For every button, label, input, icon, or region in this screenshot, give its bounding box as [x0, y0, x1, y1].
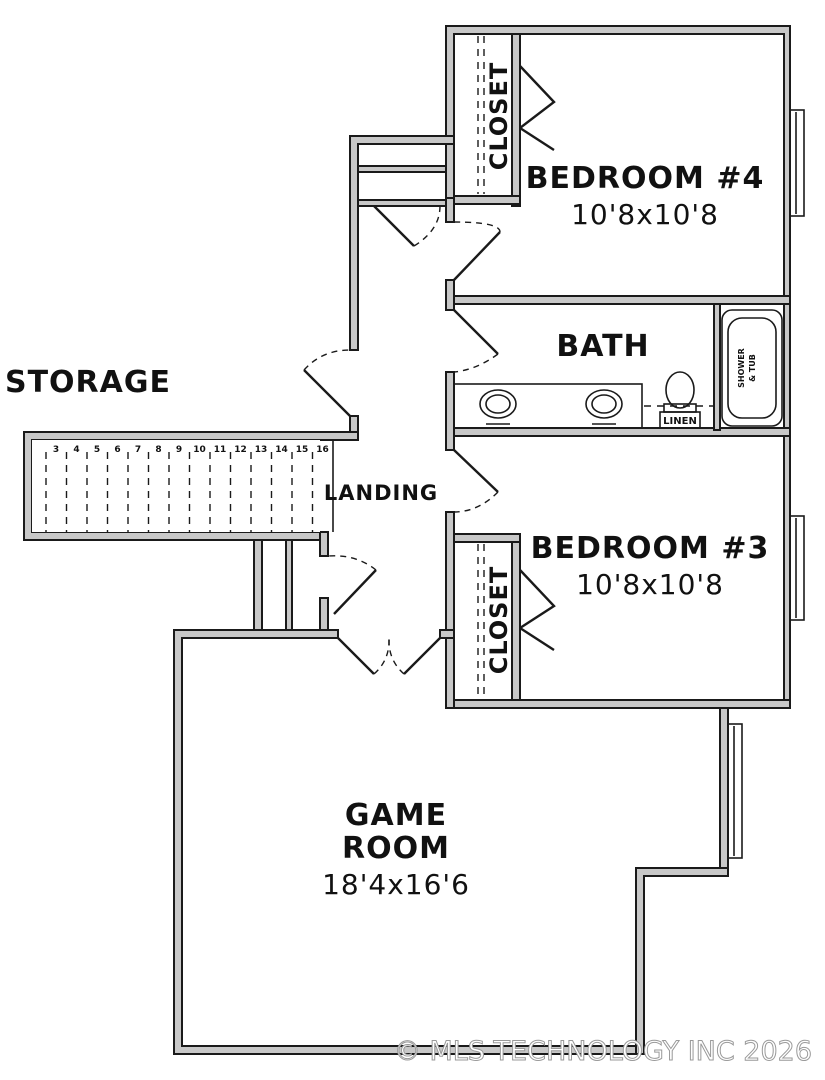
closet-top-label: CLOSET	[485, 62, 513, 171]
stair-step-number: 5	[94, 445, 100, 455]
windows	[727, 109, 805, 859]
stair-step-number: 10	[193, 445, 206, 455]
bathtub-icon	[721, 309, 783, 427]
toilet-icon	[663, 371, 697, 413]
stair-step-number: 12	[234, 445, 247, 455]
landing-label: LANDING	[324, 481, 438, 505]
doors	[303, 65, 556, 675]
stair-step-number: 14	[275, 445, 288, 455]
game-room-label-1: GAME	[345, 798, 447, 833]
stair-step-number: 6	[114, 445, 120, 455]
stair-step-number: 16	[316, 445, 329, 455]
sink-icon	[585, 389, 623, 425]
stair-step-number: 3	[53, 445, 59, 455]
bedroom3-label: BEDROOM #3	[531, 531, 770, 566]
stair-step-number: 11	[214, 445, 227, 455]
bath-fixtures	[453, 309, 783, 429]
bedroom3-size: 10'8x10'8	[576, 568, 724, 601]
closet-bottom-label: CLOSET	[485, 566, 513, 675]
closet-rods	[477, 36, 485, 698]
stair-step-number: 15	[296, 445, 309, 455]
linen-label: LINEN	[663, 416, 697, 427]
stair-numbers: 3 4 5 6 7 8 9 10 11 12 13 14 15 16	[53, 445, 329, 455]
stair-step-number: 8	[155, 445, 161, 455]
stair-step-number: 4	[73, 445, 79, 455]
game-room-label-2: ROOM	[342, 831, 450, 866]
storage-label: STORAGE	[5, 365, 171, 400]
stair-step-number: 13	[255, 445, 268, 455]
tub-label-2: & TUB	[748, 354, 757, 382]
stair-treads	[45, 440, 334, 532]
bath-label: BATH	[556, 329, 649, 364]
game-room-size: 18'4x16'6	[322, 868, 470, 901]
tub-label-1: SHOWER	[737, 348, 746, 388]
stair-step-number: 7	[135, 445, 141, 455]
sink-icon	[479, 389, 517, 425]
stair-step-number: 9	[176, 445, 182, 455]
bedroom4-label: BEDROOM #4	[526, 161, 765, 196]
watermark: © MLS TECHNOLOGY INC 2026	[394, 1036, 812, 1067]
bedroom4-size: 10'8x10'8	[571, 198, 719, 231]
